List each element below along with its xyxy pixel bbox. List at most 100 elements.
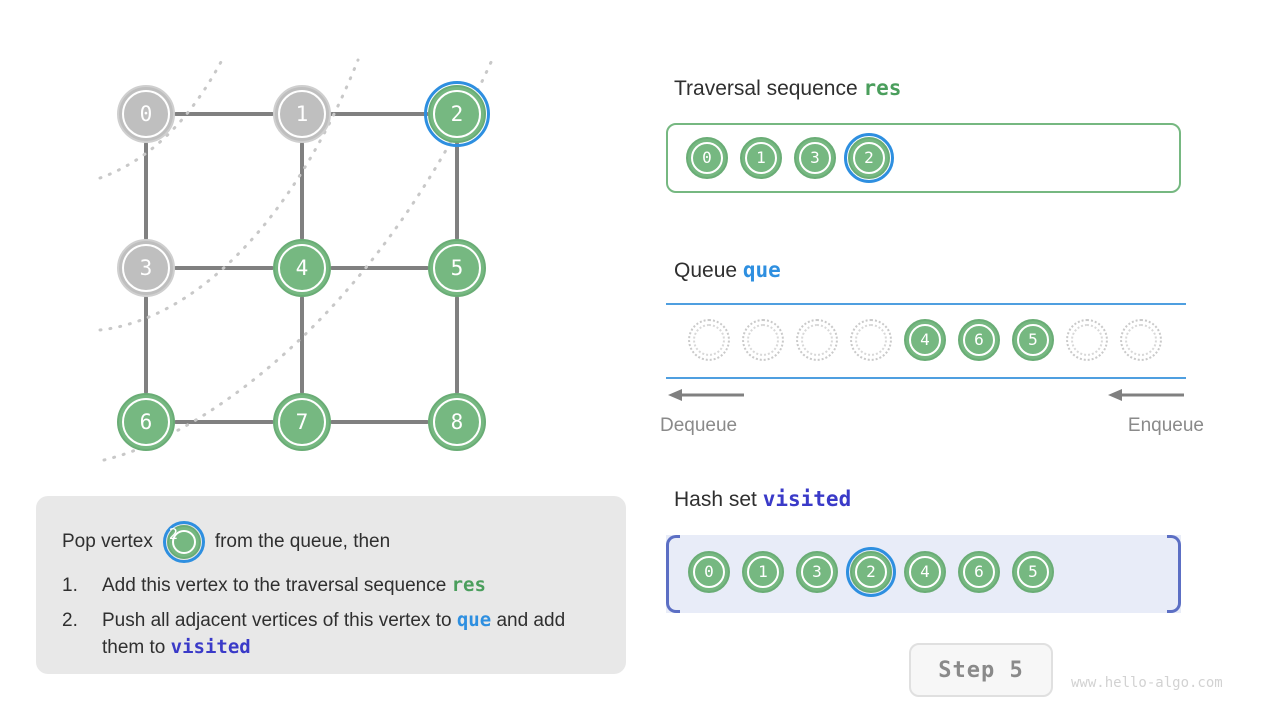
bfs-curve-3	[102, 58, 494, 462]
explanation-step-number: 1.	[62, 575, 78, 596]
inline-vertex-node: 2	[162, 521, 205, 563]
queue-empty-slot	[688, 319, 730, 361]
explanation-line-1: Pop vertex 2 from the queue, then	[62, 521, 600, 563]
explanation-fragment: and add them to	[102, 609, 566, 659]
explanation-suffix: from the queue, then	[214, 531, 391, 552]
node-label: 1	[756, 148, 766, 167]
graph-node-5: 5	[428, 239, 486, 297]
explanation-fragment: res	[451, 574, 486, 596]
node-label: 3	[139, 255, 153, 280]
queue-container: 4 6 5	[666, 303, 1186, 383]
visited-item-1: 1	[742, 551, 784, 593]
explanation-fragment: Add this vertex to the traversal sequenc…	[102, 575, 452, 596]
queue-title-plain: Queue	[674, 259, 743, 282]
node-label: 5	[1028, 330, 1038, 349]
queue-empty-slot-ring	[693, 324, 725, 356]
visited-title: Hash set visited	[674, 487, 851, 512]
node-label: 3	[812, 562, 822, 581]
node-label: 2	[864, 148, 874, 167]
queue-empty-slot	[796, 319, 838, 361]
queue-empty-slot	[1120, 319, 1162, 361]
node-label: 6	[139, 409, 153, 434]
node-label: 1	[295, 101, 309, 126]
queue-empty-slot-ring	[801, 324, 833, 356]
res-title-mono: res	[863, 76, 902, 100]
graph-node-7: 7	[273, 393, 331, 451]
enqueue-label: Enqueue	[1127, 415, 1204, 436]
graph-panel: 0 1 2 3 4 5 6 7 8	[0, 0, 620, 480]
node-label: 7	[295, 409, 309, 434]
visited-brace-right-icon	[1167, 535, 1181, 613]
queue-empty-slot-ring	[1125, 324, 1157, 356]
explanation-step-text: Add this vertex to the traversal sequenc…	[102, 572, 486, 600]
explanation-steps: 1. Add this vertex to the traversal seque…	[62, 572, 600, 662]
queue-empty-slot	[850, 319, 892, 361]
graph-node-3: 3	[117, 239, 175, 297]
explanation-prefix: Pop vertex	[62, 531, 153, 552]
graph-node-6: 6	[117, 393, 175, 451]
queue-rail-top	[666, 303, 1186, 305]
queue-title-mono: que	[742, 258, 781, 282]
res-item-3: 3	[794, 137, 836, 179]
node-label: 4	[920, 562, 930, 581]
node-label: 8	[450, 409, 464, 434]
node-label: 0	[139, 101, 153, 126]
explanation-fragment: que	[456, 608, 492, 631]
node-label: 3	[810, 148, 820, 167]
node-label: 1	[758, 562, 768, 581]
res-title-plain: Traversal sequence	[674, 77, 864, 100]
node-label: 5	[1028, 562, 1038, 581]
visited-title-plain: Hash set	[674, 488, 763, 511]
step-indicator: Step 5	[909, 643, 1053, 697]
queue-rail-bottom	[666, 377, 1186, 379]
queue-item-6: 6	[958, 319, 1000, 361]
node-label: 2	[866, 562, 876, 581]
visited-item-6: 6	[958, 551, 1000, 593]
queue-empty-slot-ring	[855, 324, 887, 356]
right-column: Traversal sequence res 0 1 3 2 Queue que 4 6…	[660, 0, 1280, 720]
visited-brace-left-icon	[666, 535, 680, 613]
visited-item-5: 5	[1012, 551, 1054, 593]
res-container: 0 1 3 2	[666, 123, 1181, 193]
bfs-curve-1	[98, 58, 224, 180]
node-label: 0	[704, 562, 714, 581]
explanation-fragment: Push all adjacent vertices of this verte…	[102, 609, 457, 631]
queue-empty-slot-ring	[747, 324, 779, 356]
node-label: 6	[974, 330, 984, 349]
explanation-step-number: 2.	[62, 609, 78, 631]
node-label: 0	[702, 148, 712, 167]
res-item-2: 2	[844, 133, 894, 183]
edge-group	[144, 112, 459, 424]
inline-vertex-label: 2	[168, 525, 178, 543]
visited-item-2: 2	[846, 547, 896, 597]
visited-item-3: 3	[796, 551, 838, 593]
graph-node-1: 1	[273, 85, 331, 143]
res-item-0: 0	[686, 137, 728, 179]
explanation-box: Pop vertex 2 from the queue, then 1. Add …	[36, 496, 626, 674]
watermark: www.hello-algo.com	[1071, 675, 1223, 691]
graph-node-2: 2	[424, 81, 490, 147]
node-label: 6	[974, 562, 984, 581]
visited-container: 0 1 3 2 4 6 5	[666, 535, 1181, 613]
dequeue-arrow-icon	[666, 388, 746, 402]
queue-empty-slot	[1066, 319, 1108, 361]
explanation-step: 1. Add this vertex to the traversal seque…	[62, 572, 600, 600]
explanation-fragment: visited	[170, 636, 251, 659]
visited-title-mono: visited	[762, 487, 852, 511]
graph-node-8: 8	[428, 393, 486, 451]
visited-item-0: 0	[688, 551, 730, 593]
node-label: 5	[450, 255, 464, 280]
node-label: 2	[450, 101, 464, 126]
graph-node-4: 4	[273, 239, 331, 297]
enqueue-arrow-icon	[1106, 388, 1186, 402]
queue-empty-slot-ring	[1071, 324, 1103, 356]
node-label: 4	[920, 330, 930, 349]
dequeue-label: Dequeue	[660, 415, 738, 436]
explanation-step-text: Push all adjacent vertices of this verte…	[102, 607, 600, 662]
node-label: 4	[295, 255, 309, 280]
res-title: Traversal sequence res	[674, 76, 901, 101]
graph-node-0: 0	[117, 85, 175, 143]
queue-title: Queue que	[674, 258, 781, 283]
res-item-1: 1	[740, 137, 782, 179]
queue-empty-slot	[742, 319, 784, 361]
